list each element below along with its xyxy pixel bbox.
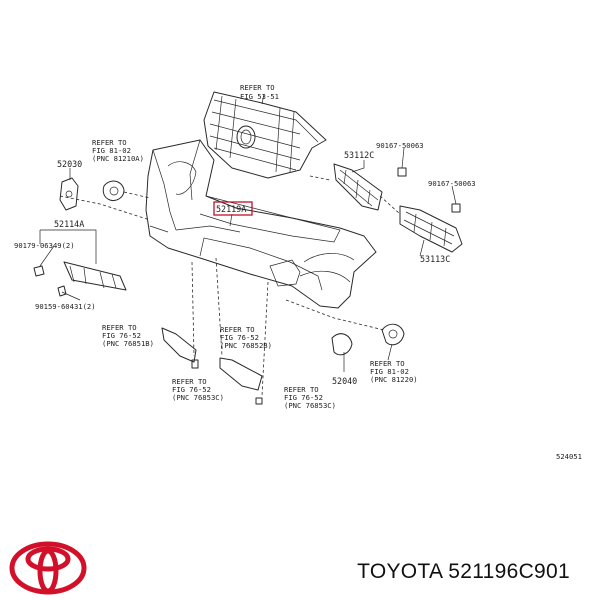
- highlight-box-52119A: [213, 201, 253, 216]
- label-53113C: 53113C: [420, 254, 450, 264]
- label-53112C: 53112C: [344, 150, 374, 160]
- front-bumper-cover: [145, 139, 377, 309]
- label-52119A: 52119A: [216, 204, 246, 214]
- label-refer-81-02-top: REFER TO FIG 81-02 (PNC 81210A): [92, 138, 144, 163]
- label-90159: 90159-60431(2): [35, 302, 96, 311]
- radiator-grille: [203, 91, 327, 179]
- license-plate-bracket: [33, 261, 127, 297]
- bumper-lower-parts: [161, 327, 263, 405]
- foglamp-assembly: [331, 323, 405, 356]
- leader-lines: [39, 93, 457, 397]
- label-90179: 90179-06349(2): [14, 241, 75, 250]
- label-90167-a: 90167-50063: [376, 141, 424, 150]
- label-52030: 52030: [57, 159, 82, 169]
- part-caption: TOYOTA 521196C901: [357, 560, 570, 584]
- brand-name: TOYOTA: [357, 560, 443, 583]
- label-90167-b: 90167-50063: [428, 179, 476, 188]
- label-refer-53-51: REFER TO FIG 53-51: [240, 83, 279, 101]
- side-grille-upper: [333, 163, 407, 211]
- label-refer-76-52-a: REFER TO FIG 76-52 (PNC 76851B): [102, 323, 154, 348]
- foglamp-bracket-left: [59, 177, 125, 211]
- label-refer-76-52-c: REFER TO FIG 76-52 (PNC 76853C): [172, 377, 224, 402]
- label-refer-81-02-bot: REFER TO FIG 81-02 (PNC 81220): [370, 359, 418, 384]
- label-drawing-code: 524051: [556, 452, 582, 461]
- toyota-logo-icon: [9, 541, 87, 595]
- label-refer-76-52-d: REFER TO FIG 76-52 (PNC 76853C): [284, 385, 336, 410]
- label-refer-76-52-b: REFER TO FIG 76-52 (PNC 76852B): [220, 325, 272, 350]
- side-grille-lower: [399, 203, 463, 253]
- label-52040: 52040: [332, 376, 357, 386]
- part-number: 521196C901: [448, 560, 570, 583]
- label-52114A: 52114A: [54, 219, 84, 229]
- part-labels: REFER TO FIG 53-51 REFER TO FIG 81-02 (P…: [14, 83, 582, 461]
